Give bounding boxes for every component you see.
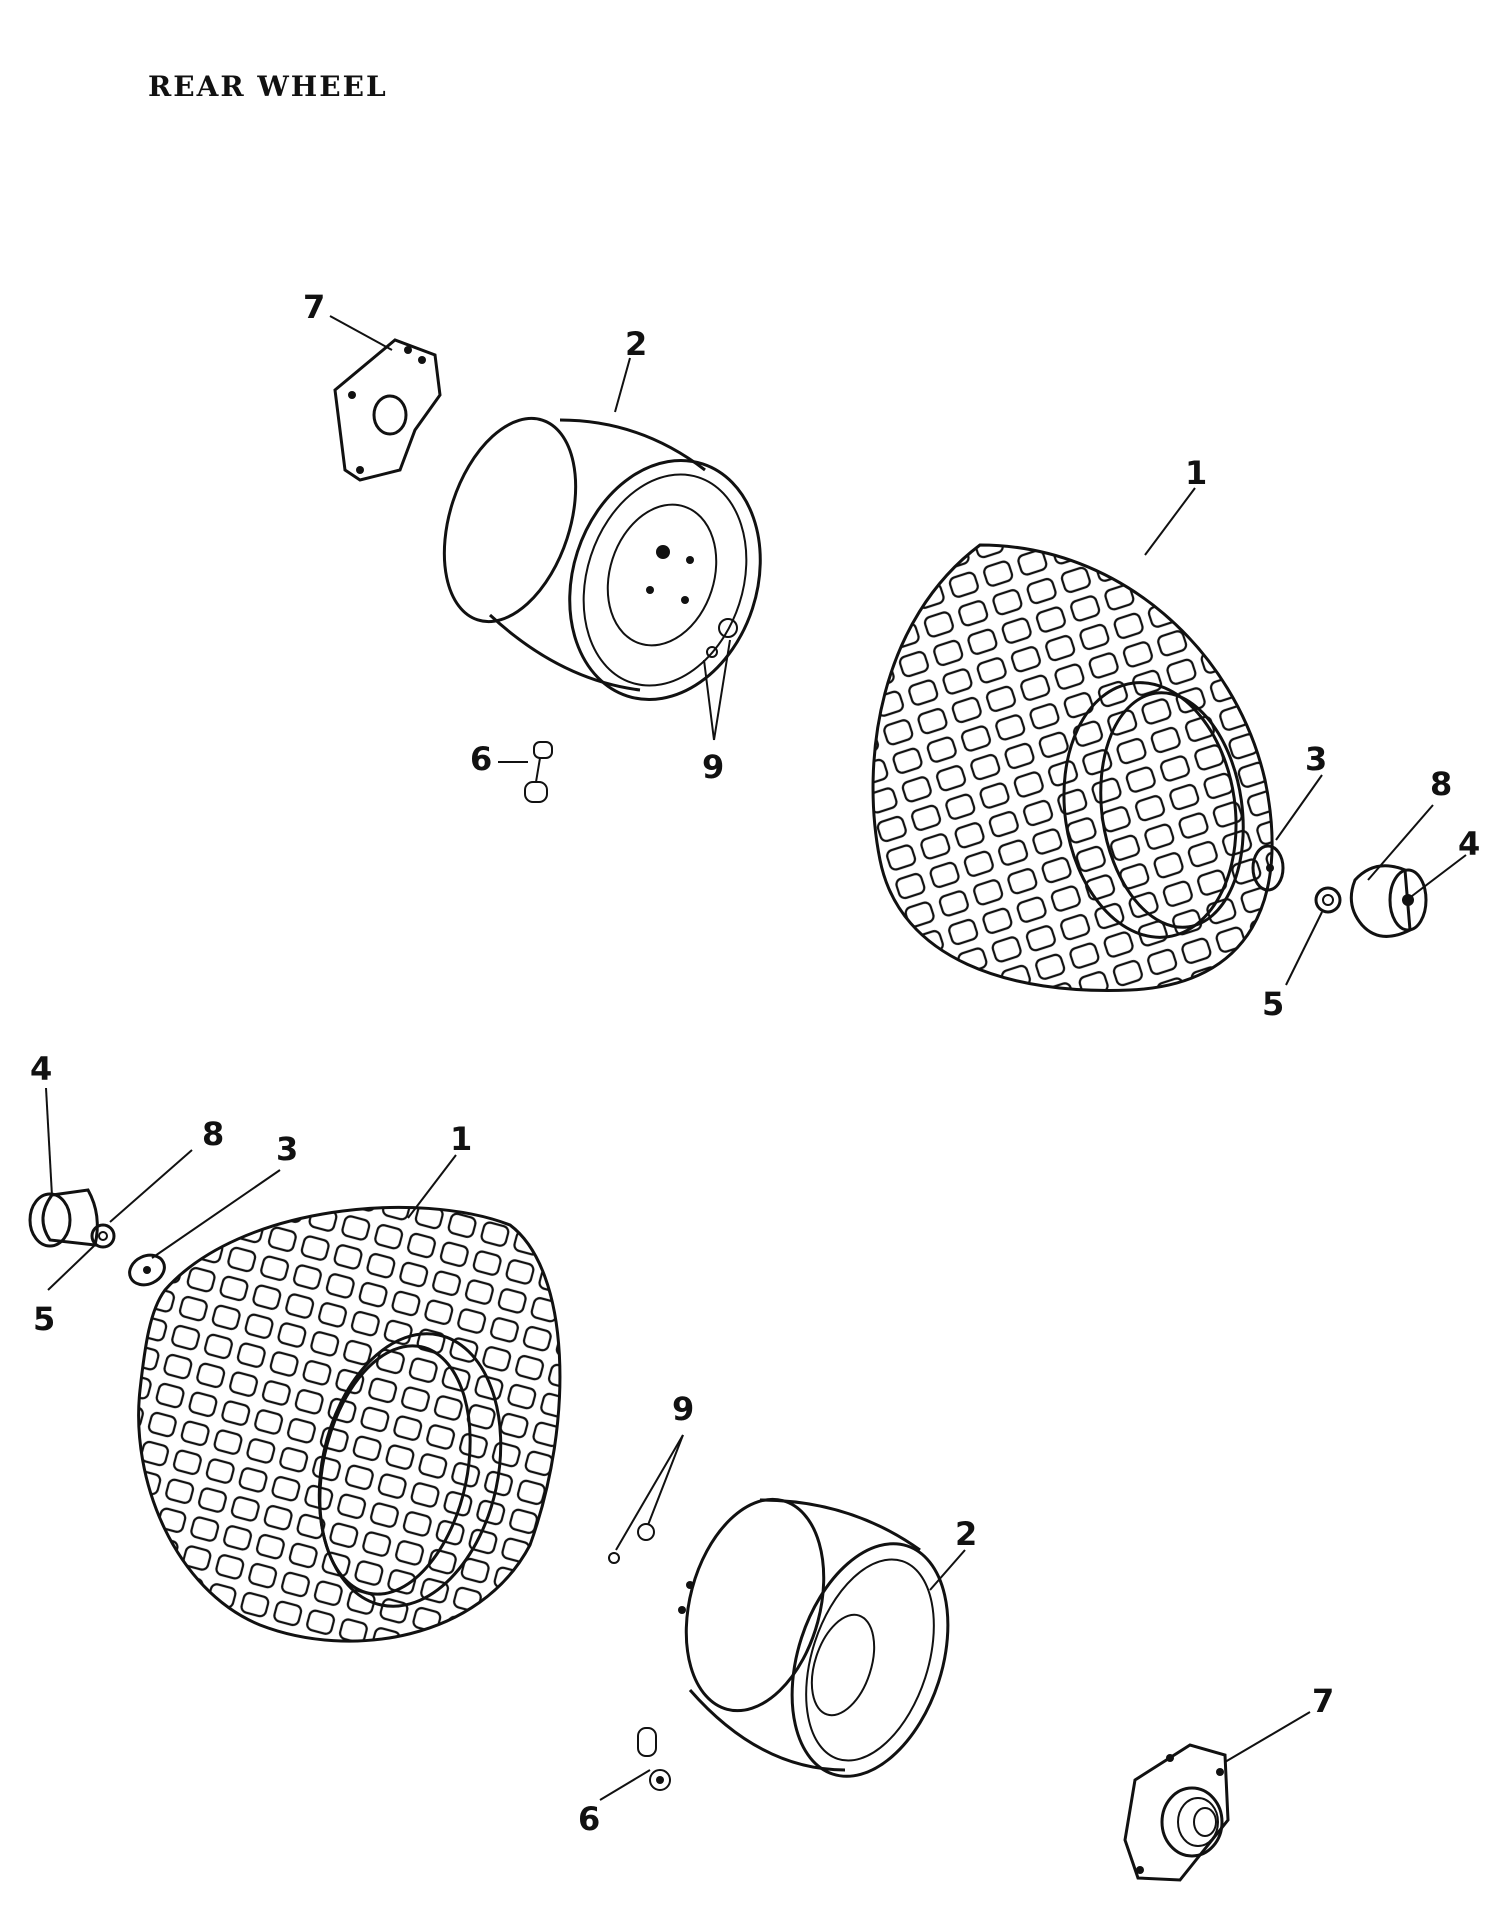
- lower-rim: [678, 1497, 950, 1778]
- lower-leader-4: [45, 1087, 53, 1197]
- upper-bolts: [706, 618, 738, 658]
- lower-nut: [90, 1223, 116, 1249]
- lower-tire: [137, 1205, 562, 1643]
- upper-hub-plate: [333, 338, 442, 482]
- lower-leader-2: [929, 1549, 966, 1591]
- upper-callout-8: 8: [1430, 765, 1452, 803]
- lower-callout-4: 4: [30, 1050, 52, 1088]
- upper-callout-5: 5: [1262, 985, 1284, 1023]
- upper-washer: [1251, 844, 1285, 892]
- upper-assembly: 7 2 1 3 8 4 5 6 9: [303, 288, 1480, 1023]
- lower-leader-5: [47, 1243, 97, 1291]
- lower-leader-1: [407, 1154, 457, 1219]
- upper-tire: [871, 543, 1274, 992]
- lower-callout-1: 1: [450, 1120, 472, 1158]
- upper-callout-9: 9: [702, 748, 724, 786]
- lower-leader-9b: [647, 1434, 684, 1526]
- lower-callout-8: 8: [202, 1115, 224, 1153]
- lower-hub-plate: [1123, 1743, 1230, 1882]
- lower-callout-5: 5: [33, 1300, 55, 1338]
- lower-callout-6: 6: [578, 1800, 600, 1838]
- upper-leader-2: [614, 357, 631, 413]
- diagram-title: REAR WHEEL: [148, 70, 388, 103]
- upper-leader-9b: [703, 659, 715, 741]
- upper-callout-4: 4: [1458, 825, 1480, 863]
- upper-callout-1: 1: [1185, 454, 1207, 492]
- upper-axle-cap: [1349, 864, 1428, 938]
- lower-bolts: [608, 1523, 655, 1564]
- upper-leader-3: [1275, 774, 1323, 841]
- lower-leader-7: [1224, 1711, 1311, 1763]
- upper-leader-5: [1285, 911, 1323, 986]
- upper-nut: [1314, 886, 1342, 914]
- lower-assembly: 4 8 3 5 1 9 2 6 7: [28, 1050, 1334, 1882]
- lower-leader-3: [151, 1169, 281, 1259]
- upper-callout-3: 3: [1305, 740, 1327, 778]
- upper-leader-9a: [713, 639, 731, 741]
- upper-leader-8: [1367, 804, 1434, 881]
- lower-leader-9a: [615, 1434, 684, 1551]
- lower-callout-9: 9: [672, 1390, 694, 1428]
- lower-axle-cap: [28, 1188, 99, 1248]
- lower-leader-8: [109, 1149, 193, 1223]
- lower-valve-stem: [637, 1727, 671, 1791]
- lower-callout-7: 7: [1312, 1682, 1334, 1720]
- upper-callout-2: 2: [625, 325, 647, 363]
- upper-rim: [442, 416, 762, 701]
- upper-leader-1: [1144, 487, 1196, 556]
- lower-callout-3: 3: [276, 1130, 298, 1168]
- lower-leader-6: [599, 1769, 651, 1801]
- upper-valve-stem: [524, 741, 553, 803]
- upper-callout-7: 7: [303, 288, 325, 326]
- lower-callout-2: 2: [955, 1515, 977, 1553]
- lower-washer: [128, 1253, 166, 1287]
- upper-leader-7: [329, 315, 393, 351]
- upper-callout-6: 6: [470, 740, 492, 778]
- upper-leader-4: [1411, 854, 1467, 897]
